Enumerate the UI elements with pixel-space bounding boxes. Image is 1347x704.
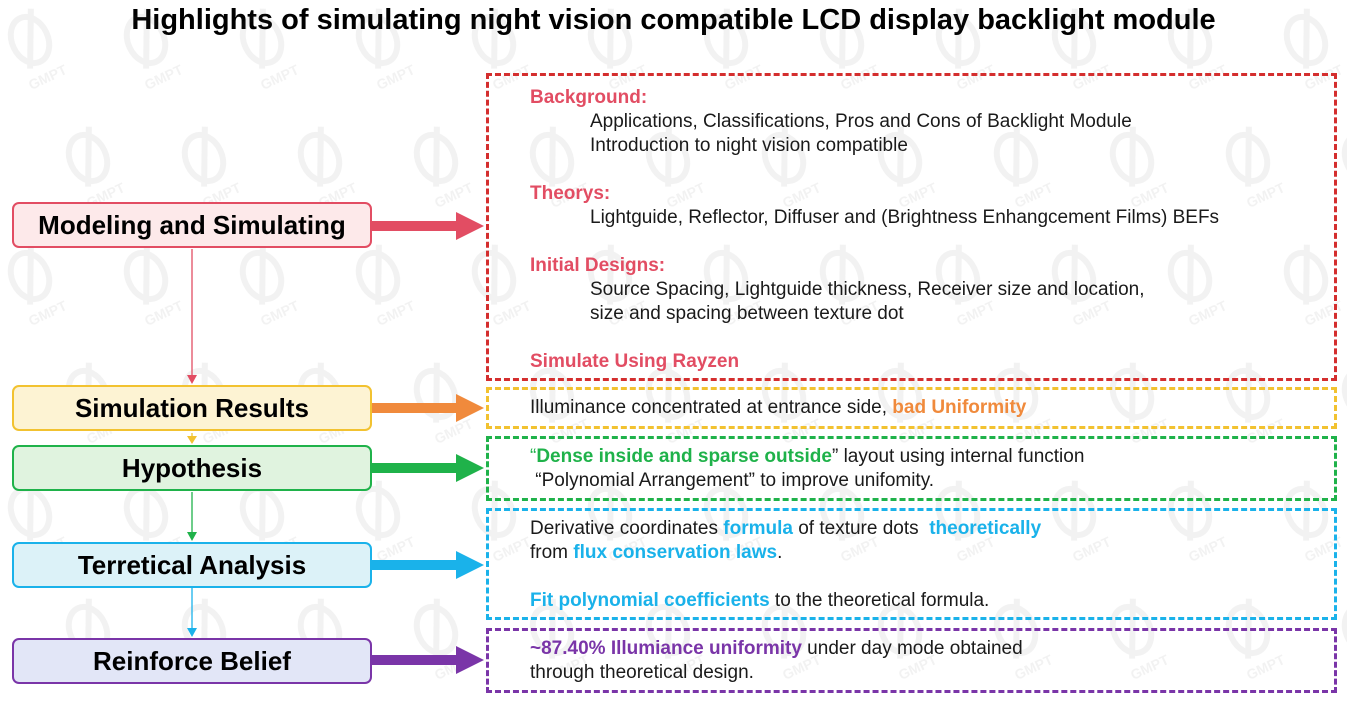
analysis-line-1: Derivative coordinates formula of textur… — [530, 517, 1334, 541]
analysis-line-3: Fit polynomial coefficients to the theor… — [530, 589, 1334, 613]
background-heading: Background: — [530, 87, 648, 108]
analysis-text: Derivative coordinates — [530, 518, 724, 539]
dense-inside-highlight: Dense inside and sparse outside — [536, 446, 832, 467]
analysis-text: to the theoretical formula. — [769, 590, 990, 611]
arrow-to-hypothesis-panel — [372, 454, 484, 482]
stage-label: Simulation Results — [74, 392, 310, 423]
flux-conservation-highlight: flux conservation laws — [573, 542, 778, 563]
arrow-to-modeling-panel — [372, 212, 484, 240]
page-title: Highlights of simulating night vision co… — [131, 4, 1216, 36]
fit-polynomial-highlight: Fit polynomial coefficients — [530, 590, 770, 611]
stage-label: Modeling and Simulating — [38, 209, 346, 240]
stage-modeling-and-simulating: Modeling and Simulating — [12, 202, 372, 248]
stage-flow-arrow-3 — [187, 492, 197, 541]
simulate-using-rayzen: Simulate Using Rayzen — [530, 351, 740, 372]
initial-designs-line-2: size and spacing between texture dot — [590, 303, 904, 324]
stage-simulation-results: Simulation Results — [12, 385, 372, 431]
stage-hypothesis: Hypothesis — [12, 445, 372, 491]
hypothesis-rest: ” layout using internal function — [831, 446, 1085, 467]
results-text: Illuminance concentrated at entrance sid… — [530, 397, 893, 418]
belief-panel: ~87.40% Illumiance uniformity under day … — [486, 628, 1337, 693]
hypothesis-line-2: “Polynomial Arrangement” to improve unif… — [530, 470, 935, 491]
open-quote: “ — [530, 446, 537, 467]
analysis-text: of texture dots — [792, 518, 930, 539]
analysis-panel: Derivative coordinates formula of textur… — [486, 508, 1337, 620]
uniformity-highlight: ~87.40% Illumiance uniformity — [530, 638, 802, 659]
stage-label: Reinforce Belief — [93, 645, 291, 676]
initial-designs-line-1: Source Spacing, Lightguide thickness, Re… — [590, 279, 1145, 300]
analysis-text: from — [530, 542, 574, 563]
background-line-2: Introduction to night vision compatible — [590, 135, 908, 156]
stage-flow-arrow-2 — [187, 433, 197, 444]
arrow-to-analysis-panel — [372, 551, 484, 579]
belief-line-1: ~87.40% Illumiance uniformity under day … — [530, 637, 1334, 661]
theorys-line-1: Lightguide, Reflector, Diffuser and (Bri… — [590, 207, 1220, 228]
stage-terretical-analysis: Terretical Analysis — [12, 542, 372, 588]
modeling-details-panel: Background: Applications, Classification… — [486, 73, 1337, 381]
belief-rest: under day mode obtained — [801, 638, 1023, 659]
analysis-line-2: from flux conservation laws. — [530, 541, 1334, 565]
results-panel: Illuminance concentrated at entrance sid… — [486, 387, 1337, 429]
arrow-to-results-panel — [372, 394, 484, 422]
belief-line-2: through theoretical design. — [530, 662, 754, 683]
initial-designs-heading: Initial Designs: — [530, 255, 666, 276]
stage-flow-arrow-1 — [187, 249, 197, 384]
hypothesis-line-1: “Dense inside and sparse outside” layout… — [530, 445, 1334, 469]
stage-label: Hypothesis — [121, 452, 263, 483]
arrow-to-belief-panel — [372, 646, 484, 674]
theoretically-highlight: theoretically — [929, 518, 1042, 539]
background-line-1: Applications, Classifications, Pros and … — [590, 111, 1132, 132]
results-line: Illuminance concentrated at entrance sid… — [530, 396, 1334, 420]
hypothesis-panel: “Dense inside and sparse outside” layout… — [486, 436, 1337, 501]
theorys-heading: Theorys: — [530, 183, 611, 204]
analysis-text: . — [777, 542, 783, 563]
stage-reinforce-belief: Reinforce Belief — [12, 638, 372, 684]
stage-label: Terretical Analysis — [77, 549, 307, 580]
bad-uniformity-highlight: bad Uniformity — [892, 397, 1027, 418]
formula-highlight: formula — [723, 518, 793, 539]
stage-flow-arrow-4 — [187, 588, 197, 637]
